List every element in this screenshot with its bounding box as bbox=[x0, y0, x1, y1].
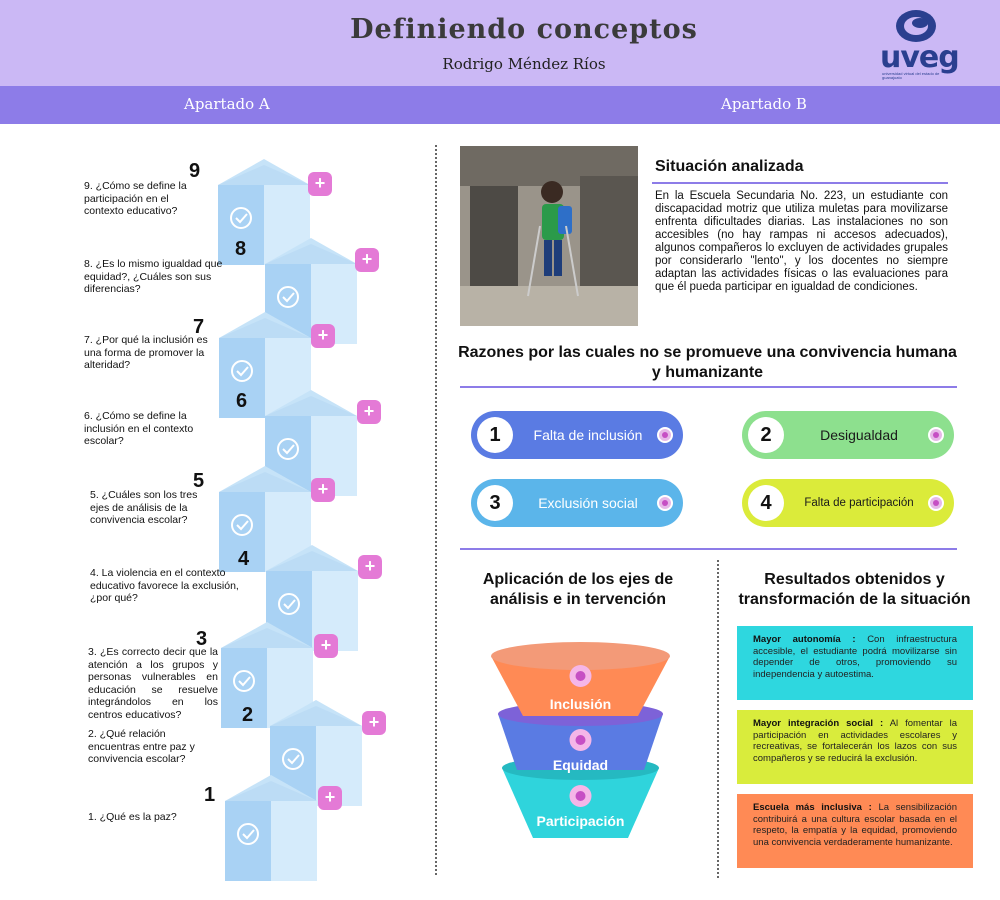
step-number: 9 bbox=[189, 160, 201, 182]
result-card-integration: Mayor integración social : Al fomentar l… bbox=[737, 710, 973, 784]
people-talk-icon bbox=[231, 360, 253, 382]
situation-text: En la Escuela Secundaria No. 223, un est… bbox=[655, 190, 948, 293]
expand-plus-button[interactable]: + bbox=[362, 711, 386, 735]
step-number: 1 bbox=[204, 784, 216, 806]
reasons-divider-bottom bbox=[460, 548, 957, 550]
result-card-autonomy: Mayor autonomía : Con infraestructura ac… bbox=[737, 626, 973, 700]
target-dot-icon bbox=[657, 427, 673, 443]
reason-pill-2: 2 Desigualdad bbox=[742, 411, 954, 459]
uveg-logo: uveg universidad virtual del estado de g… bbox=[874, 8, 960, 80]
step-number: 6 bbox=[236, 390, 248, 412]
step-number: 3 bbox=[196, 628, 208, 650]
step-number: 4 bbox=[238, 548, 250, 570]
section-b-label: Apartado B bbox=[721, 95, 807, 113]
result-heading: Mayor autonomía : bbox=[753, 634, 856, 645]
result-text: Al fomentar la participación en activida… bbox=[753, 718, 957, 764]
result-heading: Mayor integración social : bbox=[753, 718, 884, 729]
results-title: Resultados obtenidos y transformación de… bbox=[738, 571, 971, 608]
reason-pill-3: 3 Exclusión social bbox=[471, 479, 683, 527]
reason-label: Falta de participación bbox=[804, 497, 914, 509]
chat-bubbles-icon bbox=[277, 438, 299, 460]
situation-underline bbox=[652, 182, 948, 184]
step-question: 6. ¿Cómo se define la inclusión en el co… bbox=[84, 410, 194, 447]
application-title: Aplicación de los ejes de análisis e in … bbox=[482, 571, 674, 608]
group-arrows-icon bbox=[233, 670, 255, 692]
result-text: Con infraestructura accesible, el estudi… bbox=[753, 634, 958, 680]
target-dot-icon bbox=[657, 495, 673, 511]
situation-title: Situación analizada bbox=[655, 158, 804, 175]
reason-number: 3 bbox=[477, 485, 513, 521]
expand-plus-button[interactable]: + bbox=[358, 555, 382, 579]
logo-text: uveg bbox=[880, 40, 960, 75]
result-heading: Escuela más inclusiva : bbox=[753, 802, 872, 813]
step-question: 8. ¿Es lo mismo igualdad que equidad?, ¿… bbox=[84, 258, 223, 295]
expand-plus-button[interactable]: + bbox=[355, 248, 379, 272]
column-divider-lower bbox=[717, 560, 719, 878]
target-dot-icon bbox=[928, 427, 944, 443]
expand-plus-button[interactable]: + bbox=[357, 400, 381, 424]
result-card-inclusive-school: Escuela más inclusiva : La sensibilizaci… bbox=[737, 794, 973, 868]
reason-label: Exclusión social bbox=[538, 495, 638, 511]
logo-swirl-icon bbox=[896, 10, 936, 42]
logo-subtitle: universidad virtual del estado de guanaj… bbox=[882, 71, 940, 80]
reason-number: 4 bbox=[748, 485, 784, 521]
expand-plus-button[interactable]: + bbox=[314, 634, 338, 658]
reason-pill-1: 1 Falta de inclusión bbox=[471, 411, 683, 459]
reason-label: Falta de inclusión bbox=[533, 427, 643, 443]
funnel-level-inclusion: Inclusión bbox=[549, 696, 612, 712]
step-question: 3. ¿Es correcto decir que la atención a … bbox=[88, 646, 218, 721]
peace-hand-icon bbox=[237, 823, 259, 845]
expand-plus-button[interactable]: + bbox=[311, 478, 335, 502]
step-number: 2 bbox=[242, 704, 254, 726]
axes-funnel: Inclusión Equidad Participación bbox=[488, 640, 673, 850]
funnel-level-equidad: Equidad bbox=[552, 757, 609, 773]
search-circle-icon bbox=[231, 514, 253, 536]
reasons-divider-top bbox=[460, 386, 957, 388]
column-divider bbox=[435, 145, 437, 875]
handshake-icon bbox=[282, 748, 304, 770]
expand-plus-button[interactable]: + bbox=[311, 324, 335, 348]
step-question: 9. ¿Cómo se define la participación en e… bbox=[84, 180, 187, 217]
reason-label: Desigualdad bbox=[820, 427, 898, 443]
grid-apps-icon bbox=[277, 286, 299, 308]
section-a-label: Apartado A bbox=[184, 95, 270, 113]
step-number: 7 bbox=[193, 316, 205, 338]
funnel-level-participacion: Participación bbox=[536, 813, 625, 829]
reasons-title: Razones por las cuales no se promueve un… bbox=[458, 344, 957, 381]
page-title: Definiendo conceptos bbox=[350, 14, 698, 45]
step-number: 5 bbox=[193, 470, 205, 492]
reason-number: 2 bbox=[748, 417, 784, 453]
expand-plus-button[interactable]: + bbox=[308, 172, 332, 196]
step-cube bbox=[265, 238, 357, 344]
step-question: 7. ¿Por qué la inclusión es una forma de… bbox=[84, 334, 208, 371]
step-cube bbox=[219, 312, 311, 418]
reason-pill-4: 4 Falta de participación bbox=[742, 479, 954, 527]
expand-plus-button[interactable]: + bbox=[318, 786, 342, 810]
person-fight-icon bbox=[278, 593, 300, 615]
hand-touch-icon bbox=[230, 207, 252, 229]
student-photo bbox=[460, 146, 638, 326]
reason-number: 1 bbox=[477, 417, 513, 453]
section-bar: Apartado A Apartado B bbox=[0, 86, 1000, 124]
step-question: 4. La violencia en el contexto educativo… bbox=[90, 567, 239, 604]
header-banner: Definiendo conceptos Rodrigo Méndez Ríos… bbox=[0, 0, 1000, 86]
step-question: 1. ¿Qué es la paz? bbox=[88, 811, 177, 823]
target-dot-icon bbox=[928, 495, 944, 511]
step-number: 8 bbox=[235, 238, 247, 260]
step-question: 2. ¿Qué relación encuentras entre paz y … bbox=[88, 728, 195, 765]
step-question: 5. ¿Cuáles son los tres ejes de análisis… bbox=[90, 489, 198, 526]
step-cube bbox=[225, 775, 317, 881]
author-name: Rodrigo Méndez Ríos bbox=[442, 55, 606, 73]
result-text: La sensibilización contribuirá a una cul… bbox=[753, 802, 958, 848]
